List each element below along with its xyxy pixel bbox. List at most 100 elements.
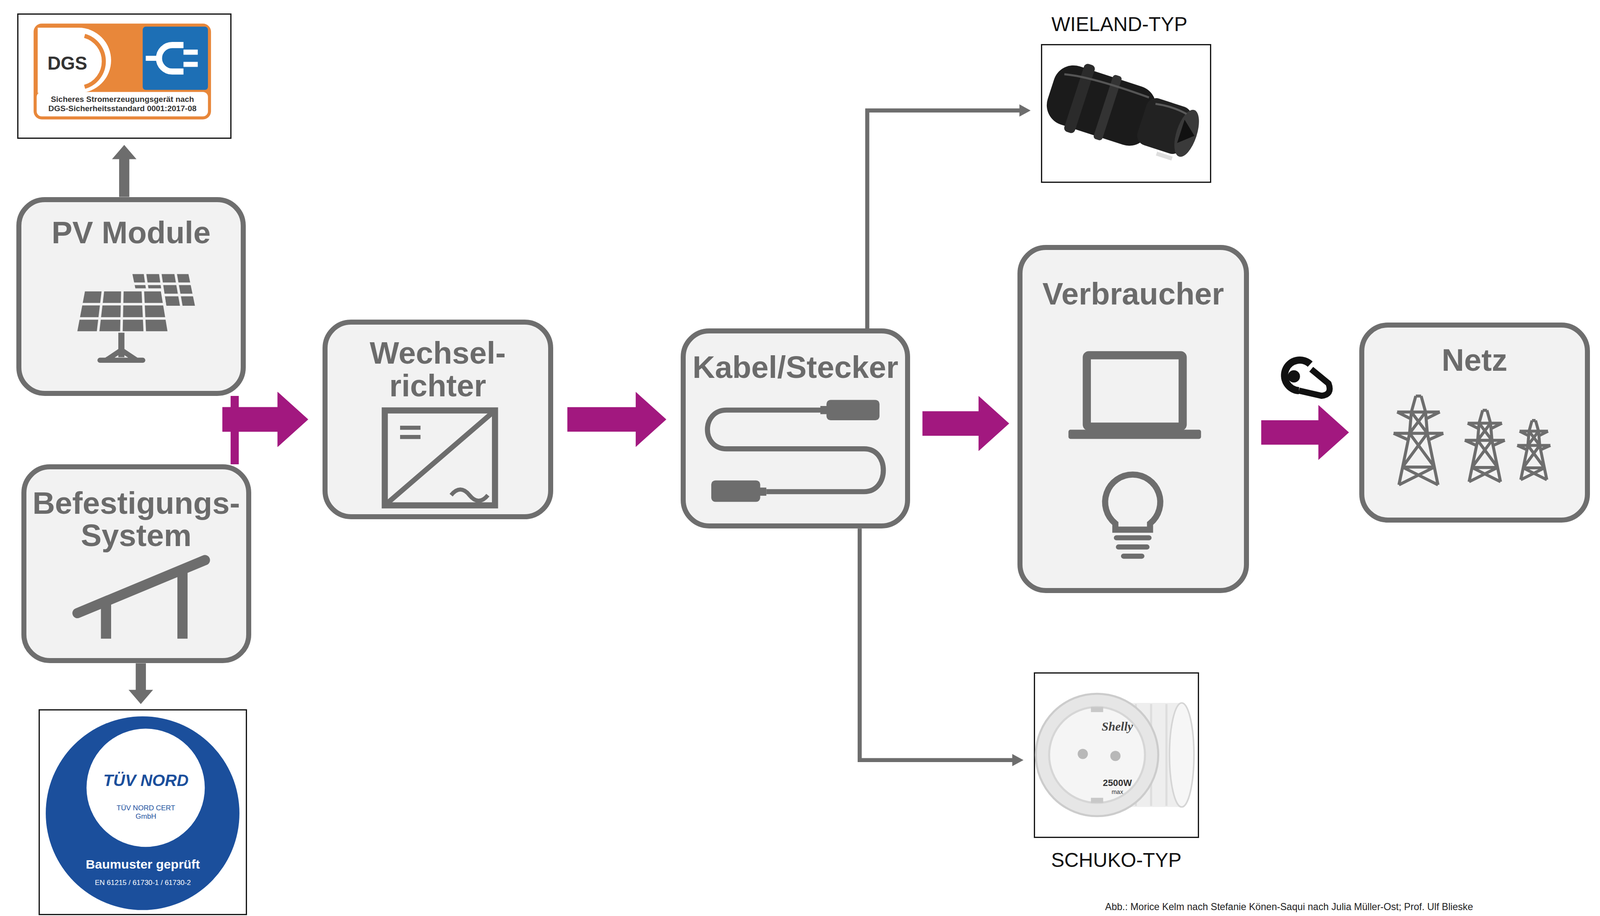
cable-icon <box>707 410 884 492</box>
dgs-logo <box>159 44 184 72</box>
wieland-connector-photo <box>1063 62 1096 134</box>
logo-text: max <box>1111 788 1124 796</box>
arrow-head <box>128 689 154 705</box>
arrow-head <box>978 395 1010 451</box>
flow-arrow-shaft <box>222 407 278 432</box>
arrow-head <box>111 144 137 159</box>
flow-arrow-shaft <box>859 528 1013 760</box>
solar-panel-icon <box>75 289 170 333</box>
inverter-symbol <box>450 489 488 501</box>
schuko-socket-photo <box>1035 693 1195 817</box>
mounting-icon <box>77 560 206 639</box>
flow-arrow <box>922 395 1010 451</box>
logo-text: EN 61215 / 61730-1 / 61730-2 <box>94 878 191 888</box>
certificate-logo: DGS Sicheres Stromerzeugungsgerät nach DG… <box>17 13 232 139</box>
process-box: Befestigungs- System <box>21 464 251 664</box>
logo-text: Baumuster geprüft <box>85 856 201 872</box>
process-box: PV Module <box>16 197 246 396</box>
power-pylons-icon <box>1393 395 1551 485</box>
logo-text: DGS <box>47 52 88 74</box>
logo-text: SCHUKO-TYP <box>1051 848 1182 872</box>
logo-text: 2500W <box>1103 777 1132 789</box>
schuko-socket-photo <box>1033 672 1200 838</box>
flow-arrow-shaft <box>119 158 130 198</box>
tuv-seal <box>46 716 240 911</box>
cable-icon <box>820 405 828 414</box>
solar-panel-icon <box>78 289 167 333</box>
box-title: Netz <box>1441 343 1508 377</box>
power-pylons-icon <box>1464 410 1505 482</box>
arrow-head <box>277 391 309 447</box>
wieland-connector-photo <box>1155 151 1173 161</box>
logo-text: Sicheres Stromerzeugungsgerät nach DGS-S… <box>44 94 201 114</box>
cable-icon <box>759 487 767 496</box>
flow-arrow <box>111 144 137 197</box>
box-title: Befestigungs- System <box>32 486 241 553</box>
logo-text: TÜV NORD <box>103 771 189 791</box>
certificate-seal: TÜV NORD TÜV NORD CERT GmbH Baumuster gepr… <box>38 709 247 916</box>
power-pylons-icon <box>1516 420 1551 480</box>
cable-icon <box>711 480 761 503</box>
meter-symbol <box>1284 360 1311 391</box>
wieland-connector-photo <box>1176 119 1198 148</box>
solar-panel-icon <box>75 272 197 360</box>
schuko-socket-photo <box>1077 749 1088 760</box>
meter-symbol <box>1298 369 1330 396</box>
flow-arrow <box>128 663 154 704</box>
inverter-symbol <box>384 410 495 505</box>
solar-panel-icon <box>99 349 143 360</box>
flow-arrow <box>867 104 1031 329</box>
flow-arrow <box>859 528 1024 767</box>
wieland-connector-photo <box>1155 102 1187 115</box>
flow-arrow <box>1261 404 1349 460</box>
dgs-logo <box>33 23 212 120</box>
wieland-connector-photo <box>1040 44 1212 183</box>
figure-caption: Abb.: Morice Kelm nach Stefanie Könen-Sa… <box>1105 901 1473 913</box>
dgs-logo <box>37 27 112 94</box>
dgs-logo <box>84 35 105 87</box>
flow-arrow-shaft <box>567 407 637 432</box>
schuko-socket-photo <box>1048 707 1145 804</box>
box-title: Kabel/Stecker <box>692 351 899 384</box>
inverter-symbol <box>384 410 495 505</box>
consumer-icons <box>1068 429 1201 439</box>
power-pylons-icon <box>1393 395 1444 485</box>
logo-text: TÜV NORD CERT GmbH <box>112 803 180 821</box>
inverter-symbol <box>384 410 495 505</box>
tuv-seal <box>46 716 240 911</box>
schuko-socket-photo <box>1035 693 1159 817</box>
box-title: PV Module <box>51 216 211 250</box>
flow-arrow-shaft <box>135 663 146 690</box>
consumer-icons <box>1116 537 1150 557</box>
consumer-icons <box>1086 355 1183 427</box>
schuko-socket-photo <box>1110 751 1121 762</box>
process-box: Netz <box>1359 322 1590 523</box>
tuv-seal <box>86 728 206 847</box>
wieland-connector-photo <box>1064 69 1149 102</box>
flow-arrow-shaft <box>867 110 1020 329</box>
arrow-head <box>635 391 667 447</box>
flow-arrow <box>222 391 308 465</box>
box-title: Wechsel- richter <box>369 336 506 403</box>
logo-text: WIELAND-TYP <box>1051 13 1188 37</box>
flow-arrow-shaft <box>222 407 278 432</box>
process-box: Verbraucher <box>1017 244 1249 594</box>
inverter-symbol <box>400 427 421 438</box>
dgs-logo <box>17 13 232 139</box>
socket-photo: Shelly2500WmaxSCHUKO-TYP <box>1033 672 1200 838</box>
flow-arrow-shaft <box>922 411 979 436</box>
arrow-head <box>1019 104 1031 117</box>
dgs-logo <box>36 91 209 117</box>
flow-arrow <box>567 391 667 447</box>
arrow-head <box>1012 754 1024 767</box>
dgs-logo <box>33 23 212 120</box>
process-box: Wechsel- richter <box>322 319 554 520</box>
dgs-logo <box>145 52 198 65</box>
meter-symbol <box>1284 360 1330 396</box>
wieland-connector-photo <box>1040 54 1208 171</box>
mounting-icon <box>106 570 183 639</box>
connector-photo: WIELAND-TYP <box>1040 44 1212 183</box>
cable-icon <box>826 400 880 421</box>
logo-text: Shelly <box>1101 719 1134 734</box>
